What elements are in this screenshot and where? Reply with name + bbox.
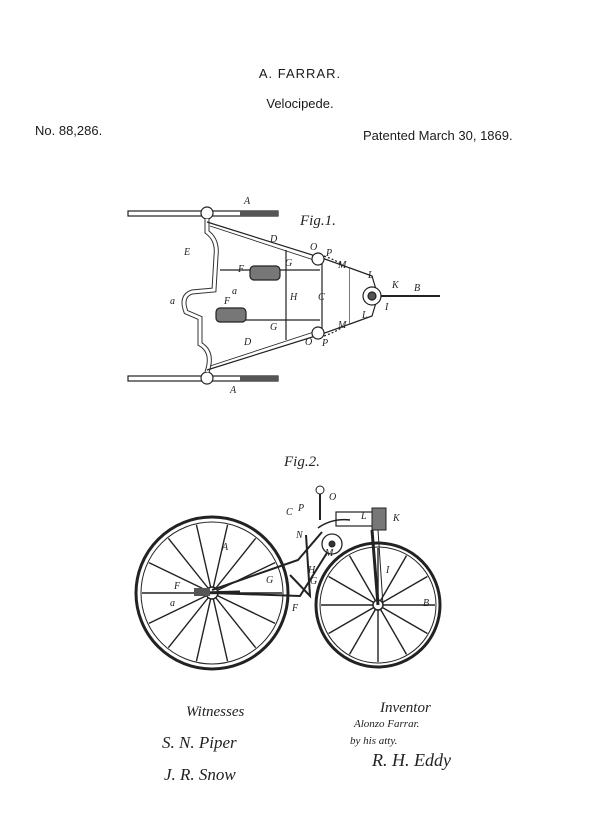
fig2-label-p: P: [297, 503, 304, 514]
fig2-label-g-left: G: [266, 575, 273, 586]
attorney-signature: R. H. Eddy: [371, 750, 451, 770]
fig1-label-m-top: M: [337, 260, 347, 271]
fig1-label-i: I: [384, 302, 389, 313]
wheel-spoke: [377, 604, 428, 635]
fig2-label-l: L: [360, 511, 367, 522]
fig2-label-b: B: [423, 598, 429, 609]
wheel-spoke: [328, 575, 379, 606]
fig2-label-g-right: G: [310, 576, 317, 587]
fig1-label-o-bottom: O: [305, 337, 312, 348]
wheel-spoke: [348, 555, 379, 606]
patent-title: Velocipede.: [266, 96, 334, 111]
by-attorney-text: by his atty.: [350, 735, 397, 747]
fig1-label-o-top: O: [310, 242, 317, 253]
figure-2: [134, 485, 442, 671]
wheel-spoke: [211, 524, 229, 594]
fig2-label-f-left: F: [173, 581, 181, 592]
witnesses-label: Witnesses: [186, 704, 244, 720]
fig1-label-a-top: A: [243, 196, 251, 207]
fig1-label-a-upper: a: [232, 286, 237, 297]
witness-2-signature: J. R. Snow: [164, 765, 236, 784]
inventor-label: Inventor: [379, 700, 431, 716]
fig1-label-p-top: P: [325, 248, 332, 259]
wheel-spoke: [377, 575, 428, 606]
wheel-spoke: [211, 592, 257, 649]
fig2-label-m: M: [324, 548, 334, 559]
fig1-label-l-top: L: [367, 270, 374, 281]
figure-1: [127, 206, 440, 385]
fig1-label-g-top: G: [285, 258, 292, 269]
inventor-name: A. FARRAR.: [258, 66, 342, 81]
wheel-spoke: [211, 592, 276, 625]
fig2-label-a-lower: a: [170, 598, 175, 609]
fig1-label-l-bottom: L: [361, 310, 368, 321]
wheel-spoke: [195, 524, 213, 594]
fig1-label-a-left: a: [170, 296, 175, 307]
wheel-spoke: [211, 592, 229, 662]
wheel-spoke: [195, 592, 213, 662]
wheel-spoke: [377, 604, 408, 655]
fig1-label-p-bottom: P: [321, 338, 328, 349]
witness-1-signature: S. N. Piper: [162, 733, 237, 752]
fig1-label-b: B: [414, 283, 420, 294]
fig2-label-k: K: [392, 513, 401, 524]
patent-date: Patented March 30, 1869.: [363, 128, 513, 143]
fig1-label-d-top: D: [269, 234, 278, 245]
fig2-label-o: O: [329, 492, 336, 503]
wheel-spoke: [211, 537, 257, 594]
fig2-label-c: C: [286, 507, 293, 518]
patent-number: No. 88,286.: [35, 123, 103, 138]
figure-2-labels: A B C P O L K N M I G G H F F a: [170, 492, 429, 614]
fig1-label-g-bottom: G: [270, 322, 277, 333]
fig1-label-d-bottom: D: [243, 337, 252, 348]
fig1-label-k: K: [391, 280, 400, 291]
fig2-label-h: H: [307, 565, 316, 576]
wheel-spoke: [348, 604, 379, 655]
fig1-label-c: C: [318, 292, 325, 303]
fig-1-label: Fig.1.: [299, 213, 336, 229]
wheel-spoke: [167, 592, 213, 649]
fig1-label-h: H: [289, 292, 298, 303]
wheel-spoke: [148, 592, 213, 625]
wheel-spoke: [328, 604, 379, 635]
fig1-label-f-top: F: [237, 264, 245, 275]
signature-block: Witnesses S. N. Piper J. R. Snow Invento…: [162, 700, 451, 784]
fig2-label-i: I: [385, 565, 390, 576]
fig1-label-a-bottom: A: [229, 385, 237, 396]
fig2-label-a: A: [221, 542, 229, 553]
figure-1-labels: Fig.1. A A B C D D E F F G G H I K L L M…: [170, 196, 420, 396]
wheel-spoke: [148, 561, 213, 594]
fig1-label-m-bottom: M: [337, 320, 347, 331]
wheel-spoke: [211, 561, 276, 594]
wheel-spoke: [167, 537, 213, 594]
fig-2-label: Fig.2.: [283, 454, 320, 470]
fig1-label-f-bottom: F: [223, 296, 231, 307]
inventor-signature: Alonzo Farrar.: [353, 718, 419, 730]
fig1-label-e: E: [183, 247, 190, 258]
fig2-label-f-lower: F: [291, 603, 299, 614]
fig2-label-n: N: [295, 530, 304, 541]
